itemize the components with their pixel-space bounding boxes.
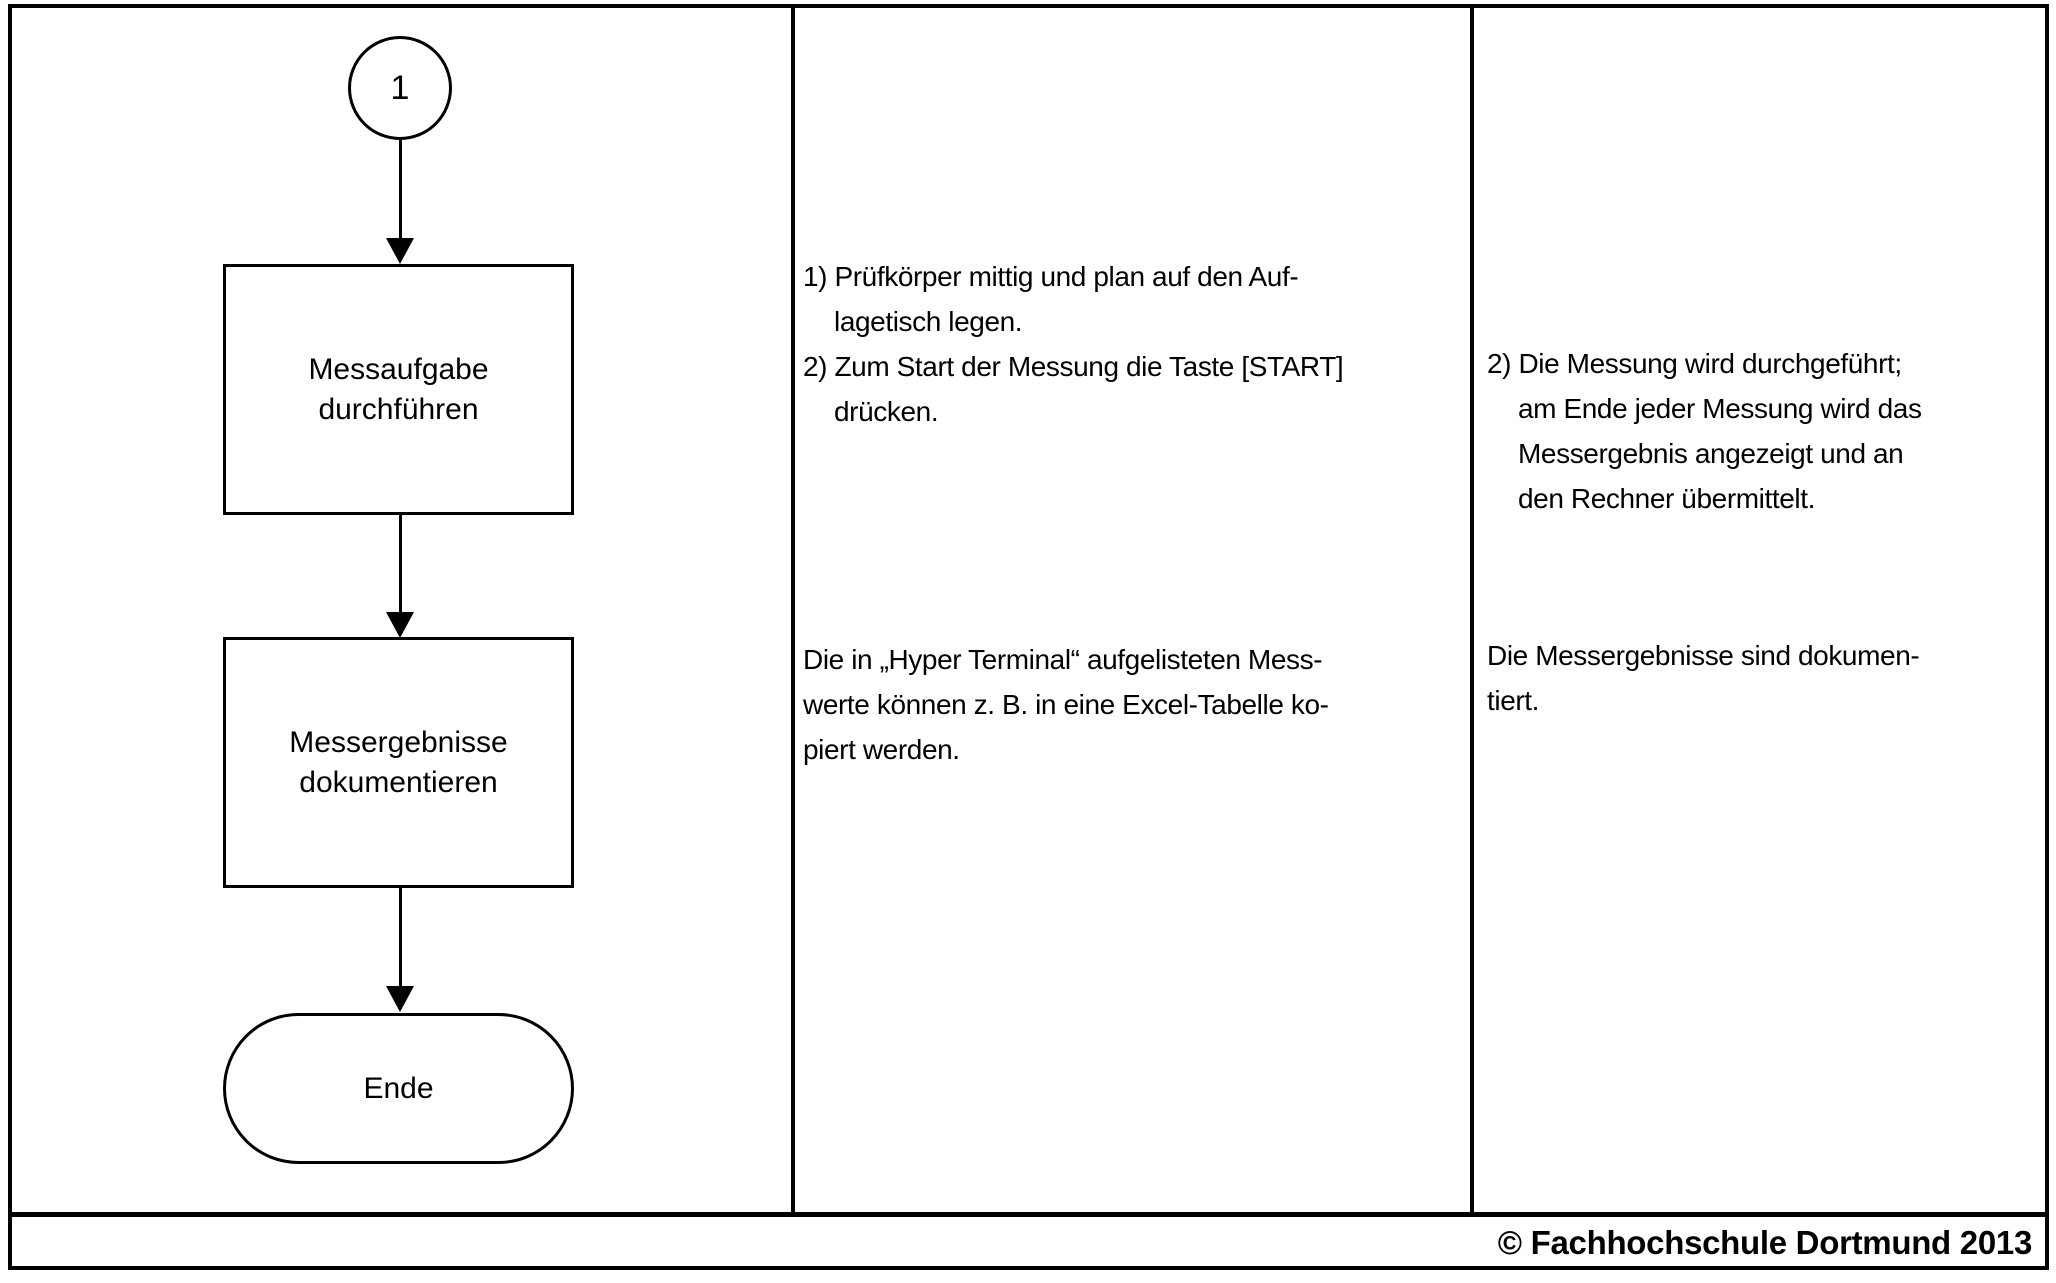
connector-node-label: 1 <box>390 69 410 107</box>
result-documented-paragraph: Die Messergebnisse sind dokumen- tiert. <box>1487 633 1920 723</box>
text-line: Die in „Hyper Terminal“ aufgelisteten Me… <box>803 644 1323 675</box>
copyright-notice: © Fachhochschule Dortmund 2013 <box>1497 1224 2033 1261</box>
text-line: piert werden. <box>803 734 960 765</box>
text-line: Messergebnis angezeigt und an <box>1518 438 1904 469</box>
terminator-node-label: Ende <box>363 1071 434 1105</box>
process-node-messergebnisse: Messergebnisse dokumentieren <box>223 637 574 888</box>
process-node-messaufgabe: Messaufgabe durchführen <box>223 264 574 515</box>
flow-arrow-1-head-icon <box>386 238 414 264</box>
flow-arrow-2-line <box>399 514 402 614</box>
text-line: werte können z. B. in eine Excel-Tabelle… <box>803 689 1329 720</box>
connector-node-1: 1 <box>348 36 452 140</box>
text-line: am Ende jeder Messung wird das <box>1518 393 1922 424</box>
column-divider-2 <box>1470 4 1474 1214</box>
column-divider-1 <box>791 4 795 1214</box>
flow-arrow-1-line <box>399 140 402 240</box>
text-line: 2) Zum Start der Messung die Taste [STAR… <box>803 351 1344 382</box>
terminator-node-ende: Ende <box>223 1013 574 1164</box>
process-node-label: Messergebnisse dokumentieren <box>289 725 508 799</box>
page-border-frame <box>8 4 2049 1270</box>
text-line: drücken. <box>834 396 939 427</box>
instruction-steps-paragraph: 1) Prüfkörper mittig und plan auf den Au… <box>803 254 1344 434</box>
instruction-documentation-paragraph: Die in „Hyper Terminal“ aufgelisteten Me… <box>803 637 1329 772</box>
text-line: 1) Prüfkörper mittig und plan auf den Au… <box>803 261 1299 292</box>
text-line: lagetisch legen. <box>834 306 1023 337</box>
process-node-label: Messaufgabe durchführen <box>308 352 489 426</box>
flow-arrow-3-head-icon <box>386 986 414 1012</box>
flow-arrow-2-head-icon <box>386 612 414 638</box>
footer-divider <box>8 1212 2049 1217</box>
text-line: den Rechner übermittelt. <box>1518 483 1816 514</box>
text-line: Die Messergebnisse sind dokumen- <box>1487 640 1920 671</box>
flow-arrow-3-line <box>399 887 402 987</box>
text-line: tiert. <box>1487 685 1540 716</box>
result-measurement-paragraph: 2) Die Messung wird durchgeführt; am End… <box>1487 341 1922 521</box>
text-line: 2) Die Messung wird durchgeführt; <box>1487 348 1902 379</box>
